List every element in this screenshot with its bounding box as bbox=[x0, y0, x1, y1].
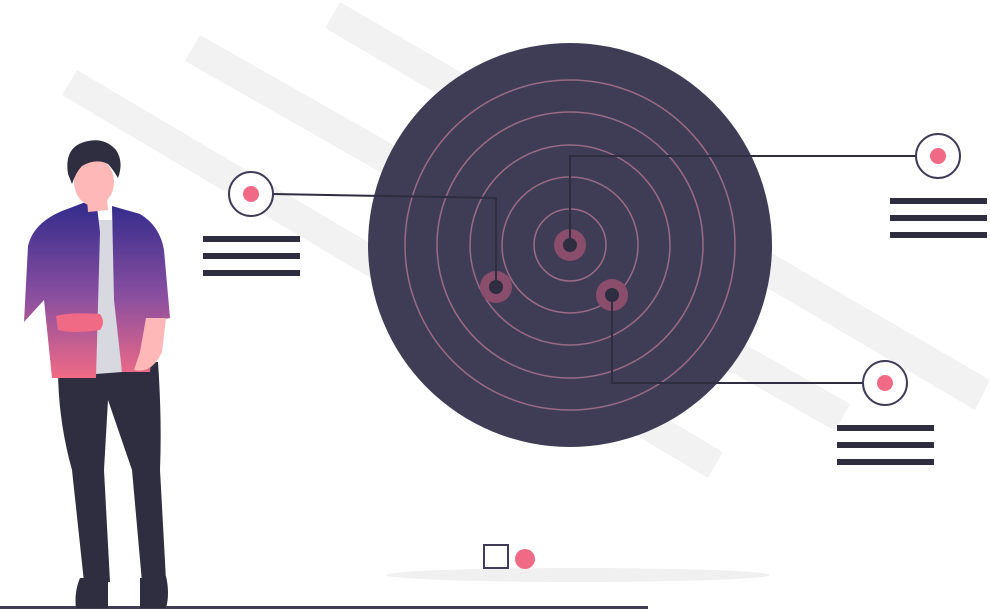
connector-left bbox=[272, 193, 497, 287]
square-outline-icon bbox=[483, 544, 509, 569]
radar-ring-2 bbox=[436, 111, 704, 379]
hand-left bbox=[56, 313, 103, 332]
text-lines-icon bbox=[837, 425, 934, 465]
hand-right bbox=[134, 318, 166, 371]
text-line bbox=[203, 270, 300, 276]
connector-bottom-right bbox=[611, 295, 863, 384]
person-figure bbox=[24, 140, 170, 608]
text-line bbox=[837, 425, 934, 431]
dot-icon bbox=[515, 549, 535, 569]
text-line bbox=[837, 442, 934, 448]
radar-ring-1 bbox=[404, 79, 736, 411]
shoe-left bbox=[75, 578, 108, 608]
text-line bbox=[203, 236, 300, 242]
text-line bbox=[890, 232, 987, 238]
floor-shadow bbox=[386, 568, 770, 582]
face bbox=[74, 158, 114, 206]
location-marker-icon bbox=[228, 171, 274, 217]
trousers bbox=[58, 362, 166, 582]
text-line bbox=[890, 198, 987, 204]
connector-lines bbox=[272, 155, 916, 384]
ground-line bbox=[0, 606, 648, 609]
text-lines-icon bbox=[890, 198, 987, 238]
jacket bbox=[24, 198, 170, 378]
radar-ring-3 bbox=[469, 144, 671, 346]
connector-top-right bbox=[569, 155, 916, 245]
shoe-right bbox=[140, 576, 168, 608]
hair bbox=[67, 140, 121, 184]
location-marker-icon bbox=[915, 133, 961, 179]
radar-rings bbox=[404, 79, 736, 411]
text-line bbox=[890, 215, 987, 221]
text-line bbox=[837, 459, 934, 465]
location-marker-icon bbox=[862, 360, 908, 406]
text-line bbox=[203, 253, 300, 259]
text-lines-icon bbox=[203, 236, 300, 276]
